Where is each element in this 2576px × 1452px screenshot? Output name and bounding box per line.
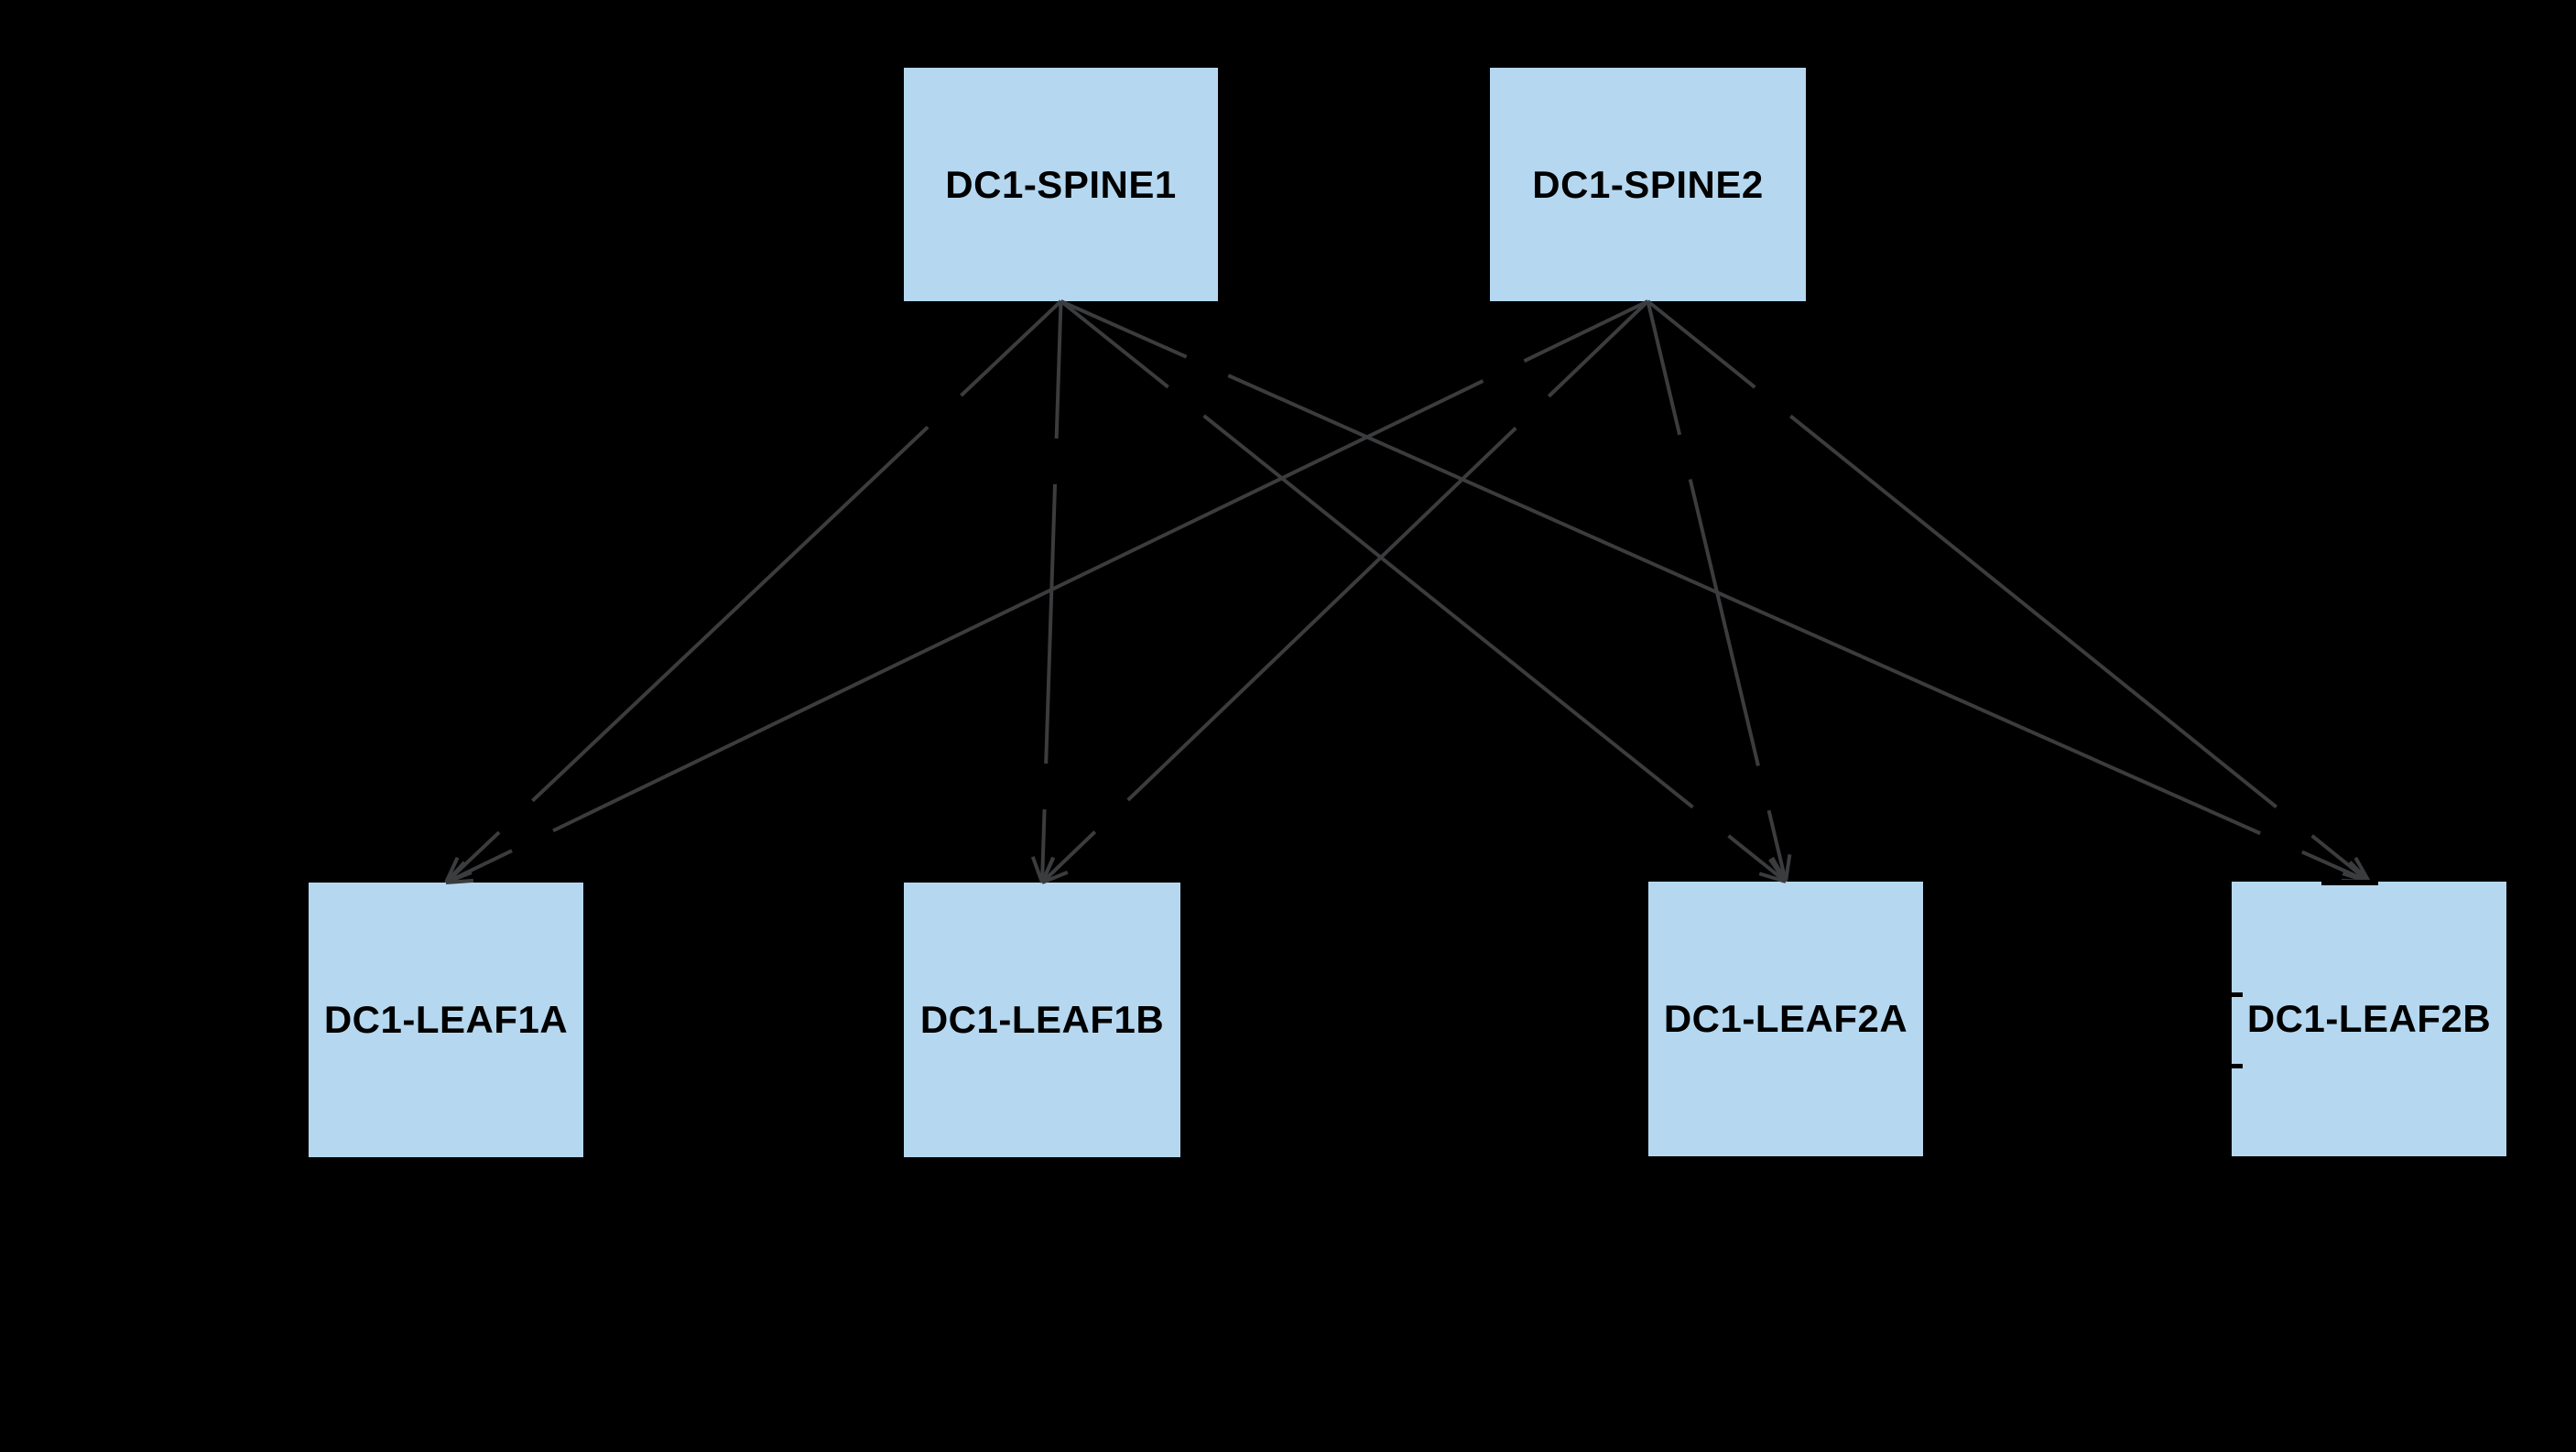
node-label: DC1-SPINE1: [945, 162, 1177, 206]
node-dc1-leaf1b: DC1-LEAF1B: [904, 883, 1180, 1157]
node-dc1-spine1: DC1-SPINE1: [904, 68, 1218, 301]
edge-line: [1054, 300, 1063, 439]
edge-line: [960, 299, 1062, 397]
edge-line: [2310, 834, 2371, 883]
edge-line: [1044, 483, 1058, 764]
edge-line: [444, 856, 460, 883]
edge-dc1-spine2-dc1-leaf1a: [444, 299, 1649, 884]
node-dc1-spine2: DC1-SPINE2: [1490, 68, 1806, 301]
edge-line: [1040, 808, 1047, 883]
edge-line: [2353, 856, 2371, 883]
edge-dc1-spine1-dc1-leaf2b: [1060, 299, 2371, 883]
edge-line: [445, 849, 513, 884]
edge-line: [1766, 809, 1788, 883]
edge-line: [1041, 870, 1069, 884]
edge-line: [1202, 414, 1694, 809]
edge-dc1-spine1-dc1-leaf1b: [1030, 300, 1063, 883]
edge-line: [1770, 856, 1788, 883]
edge-line: [1060, 299, 1169, 389]
edge-line: [1040, 856, 1056, 883]
edge-line: [2342, 872, 2370, 883]
edge-line: [1547, 299, 1649, 398]
edge-line: [1646, 300, 1682, 436]
edge-line: [1768, 858, 1788, 883]
node-dc1-leaf2b: DC1-LEAF2B: [2232, 882, 2506, 1156]
edge-line: [1227, 374, 2261, 836]
edge-line: [2301, 850, 2370, 883]
edge-line: [552, 379, 1484, 833]
edge-dc1-spine2-dc1-leaf1b: [1040, 299, 1649, 884]
edge-line: [1784, 854, 1792, 883]
node-label: DC1-LEAF1B: [919, 998, 1165, 1041]
edge-line: [1040, 856, 1055, 883]
edge-dc1-spine2-dc1-leaf2a: [1646, 300, 1792, 883]
node-label: DC1-SPINE2: [1532, 162, 1764, 206]
edge-line: [1030, 856, 1044, 883]
edge-line: [1789, 414, 2277, 809]
edge-dc1-spine1-dc1-leaf2a: [1060, 299, 1788, 883]
edge-line: [1688, 479, 1760, 766]
edge-line: [1126, 427, 1517, 802]
edge-dc1-spine2-dc1-leaf2b: [1647, 299, 2371, 883]
edge-line: [1060, 299, 1188, 359]
edge-line: [1758, 872, 1787, 883]
edge-line: [445, 871, 473, 884]
edge-line: [1040, 830, 1097, 884]
node-label: DC1-LEAF2A: [1663, 997, 1908, 1040]
node-dc1-leaf1a: DC1-LEAF1A: [309, 883, 583, 1157]
edge-line: [2348, 861, 2371, 883]
edge-line: [1727, 834, 1788, 883]
node-label: DC1-LEAF2B: [2246, 997, 2492, 1040]
edge-line: [1647, 299, 1756, 389]
edge-line: [444, 861, 466, 884]
edge-dc1-spine1-dc1-leaf1a: [444, 299, 1062, 884]
edge-line: [1523, 299, 1649, 363]
edge-line: [444, 830, 501, 884]
node-label: DC1-LEAF1A: [323, 998, 569, 1041]
edge-line: [531, 425, 929, 803]
node-dc1-leaf2a: DC1-LEAF2A: [1648, 882, 1923, 1156]
